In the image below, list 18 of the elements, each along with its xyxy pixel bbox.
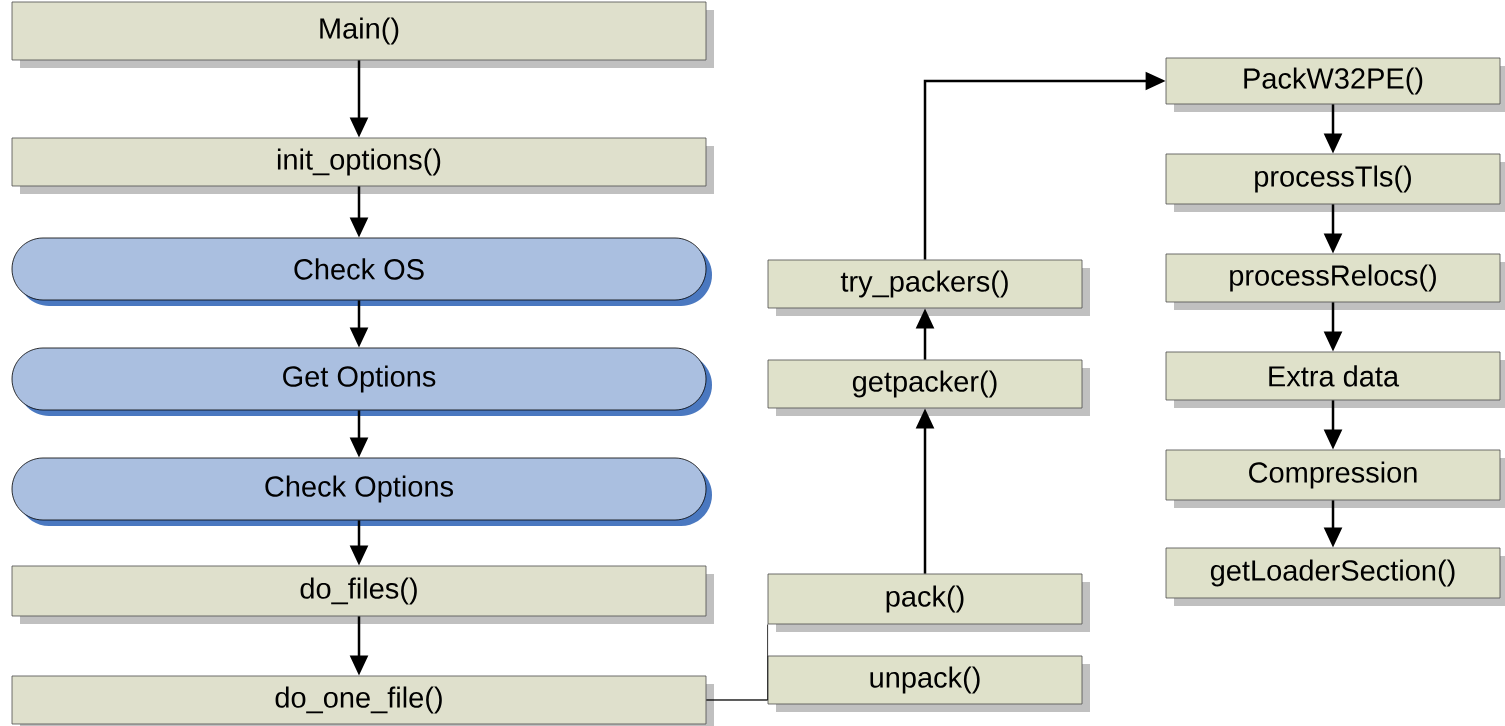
function-box: Main() [11,1,714,68]
function-box: unpack() [767,655,1090,712]
process-pill: Check Options [11,457,712,526]
connector-line [706,699,768,701]
process-pill: Get Options [11,347,712,416]
function-box: do_files() [11,565,714,624]
function-box: try_packers() [767,259,1090,316]
function-box: processTls() [1165,153,1505,212]
function-box: pack() [767,573,1090,632]
process-pill: Check OS [11,237,712,306]
function-box: getLoaderSection() [1165,547,1505,606]
function-box: Extra data [1165,351,1505,408]
function-box: PackW32PE() [1165,57,1505,112]
function-box: init_options() [11,137,714,194]
function-box: do_one_file() [11,675,714,726]
function-box: getpacker() [767,359,1090,416]
function-box: Compression [1165,449,1505,508]
function-box: processRelocs() [1165,253,1505,310]
